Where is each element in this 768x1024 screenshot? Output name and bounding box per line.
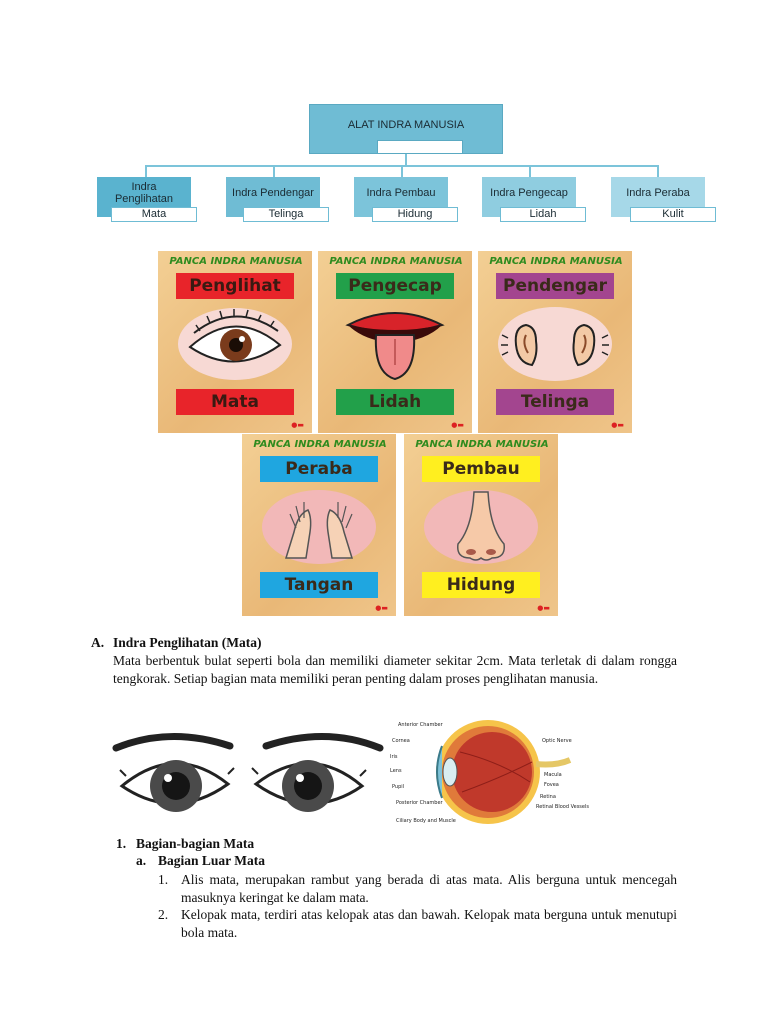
sense-card-pengecap: PANCA INDRA MANUSIA Pengecap Lidah ●▬ <box>318 251 472 433</box>
sub-subsection-heading: a. Bagian Luar Mata <box>136 853 265 869</box>
subsection-heading: 1. Bagian-bagian Mata <box>116 836 254 852</box>
tongue-icon <box>345 312 445 381</box>
anatomy-label: Iris <box>390 754 398 760</box>
node-title: Indra Penglihatan <box>114 181 174 205</box>
connector-line <box>145 165 147 177</box>
section-marker: A. <box>91 635 105 650</box>
anatomy-label: Retinal Blood Vessels <box>536 804 589 810</box>
eye-illustrations: Anterior Chamber Cornea Iris Lens Pupil … <box>112 720 589 824</box>
card-organ-label: Tangan <box>260 572 378 598</box>
connector-line <box>529 165 531 177</box>
sense-card-peraba: PANCA INDRA MANUSIA Peraba Tangan ●▬ <box>242 434 396 616</box>
diagram-root-sub-box <box>377 140 463 154</box>
node-organ-kulit: Kulit <box>630 207 716 222</box>
connector-line <box>273 165 275 177</box>
list-item-number: 2. <box>158 907 169 922</box>
node-title: Indra Pembau <box>366 187 436 199</box>
anatomy-label: Macula <box>544 772 562 778</box>
node-organ-telinga: Telinga <box>243 207 329 222</box>
section-title: Indra Penglihatan (Mata) <box>113 635 262 650</box>
card-sense-label: Pembau <box>422 456 540 482</box>
node-organ-lidah: Lidah <box>500 207 586 222</box>
anatomy-label: Retina <box>540 794 556 800</box>
card-header: PANCA INDRA MANUSIA <box>489 256 623 267</box>
card-header: PANCA INDRA MANUSIA <box>329 256 463 267</box>
card-sense-label: Peraba <box>260 456 378 482</box>
subsection-title: Bagian-bagian Mata <box>136 836 255 851</box>
anatomy-label: Fovea <box>544 782 559 788</box>
eye-anatomy-diagram: Anterior Chamber Cornea Iris Lens Pupil … <box>390 720 589 824</box>
publisher-logo-icon: ●▬ <box>291 421 304 429</box>
subsection-marker: 1. <box>116 836 127 851</box>
section-heading: A. Indra Penglihatan (Mata) <box>91 635 262 651</box>
sense-card-penglihat: PANCA INDRA MANUSIA Penglihat Mata ●▬ <box>158 251 312 433</box>
anatomy-label: Anterior Chamber <box>398 722 444 728</box>
section-paragraph: Mata berbentuk bulat seperti bola dan me… <box>113 653 677 686</box>
card-sense-label: Penglihat <box>176 273 294 299</box>
publisher-logo-icon: ●▬ <box>537 604 550 612</box>
hands-icon <box>262 490 376 564</box>
connector-line <box>657 165 659 177</box>
publisher-logo-icon: ●▬ <box>611 421 624 429</box>
card-header: PANCA INDRA MANUSIA <box>169 256 303 267</box>
card-organ-label: Lidah <box>336 389 454 415</box>
anatomy-label: Lens <box>390 768 402 774</box>
node-organ-mata: Mata <box>111 207 197 222</box>
card-organ-label: Mata <box>176 389 294 415</box>
anatomy-label: Ciliary Body and Muscle <box>396 818 456 824</box>
sense-card-pendengar: PANCA INDRA MANUSIA Pendengar Telinga ●▬ <box>478 251 632 433</box>
list-item-text: Kelopak mata, terdiri atas kelopak atas … <box>181 907 677 940</box>
card-sense-label: Pendengar <box>496 273 614 299</box>
node-organ-hidung: Hidung <box>372 207 458 222</box>
card-header: PANCA INDRA MANUSIA <box>415 439 549 450</box>
nose-icon <box>424 490 538 564</box>
list-item: 2. Kelopak mata, terdiri atas kelopak at… <box>158 906 677 942</box>
list-item-text: Alis mata, merupakan rambut yang berada … <box>181 872 677 905</box>
card-organ-label: Hidung <box>422 572 540 598</box>
eye-icon <box>178 308 292 380</box>
cartoon-eye-left <box>112 732 235 812</box>
anatomy-label: Optic Nerve <box>542 738 572 744</box>
card-header: PANCA INDRA MANUSIA <box>253 439 387 450</box>
publisher-logo-icon: ●▬ <box>451 421 464 429</box>
ears-icon <box>498 307 612 381</box>
sub-subsection-marker: a. <box>136 853 147 868</box>
list-item: 1. Alis mata, merupakan rambut yang bera… <box>158 871 677 907</box>
sense-organ-diagram: ALAT INDRA MANUSIA Indra Penglihatan Mat… <box>0 0 768 240</box>
connector-line <box>401 165 403 177</box>
anatomy-label: Posterior Chamber <box>396 800 444 806</box>
card-sense-label: Pengecap <box>336 273 454 299</box>
node-title: Indra Pengecap <box>490 187 568 199</box>
connector-line <box>405 154 407 166</box>
card-organ-label: Telinga <box>496 389 614 415</box>
sense-card-pembau: PANCA INDRA MANUSIA Pembau Hidung ●▬ <box>404 434 558 616</box>
anatomy-label: Pupil <box>392 784 404 790</box>
cartoon-eye-right <box>251 732 384 812</box>
publisher-logo-icon: ●▬ <box>375 604 388 612</box>
anatomy-label: Cornea <box>392 738 410 744</box>
sub-subsection-title: Bagian Luar Mata <box>158 853 266 868</box>
node-title: Indra Peraba <box>626 187 690 199</box>
node-title: Indra Pendengar <box>232 187 314 199</box>
list-item-number: 1. <box>158 872 169 887</box>
